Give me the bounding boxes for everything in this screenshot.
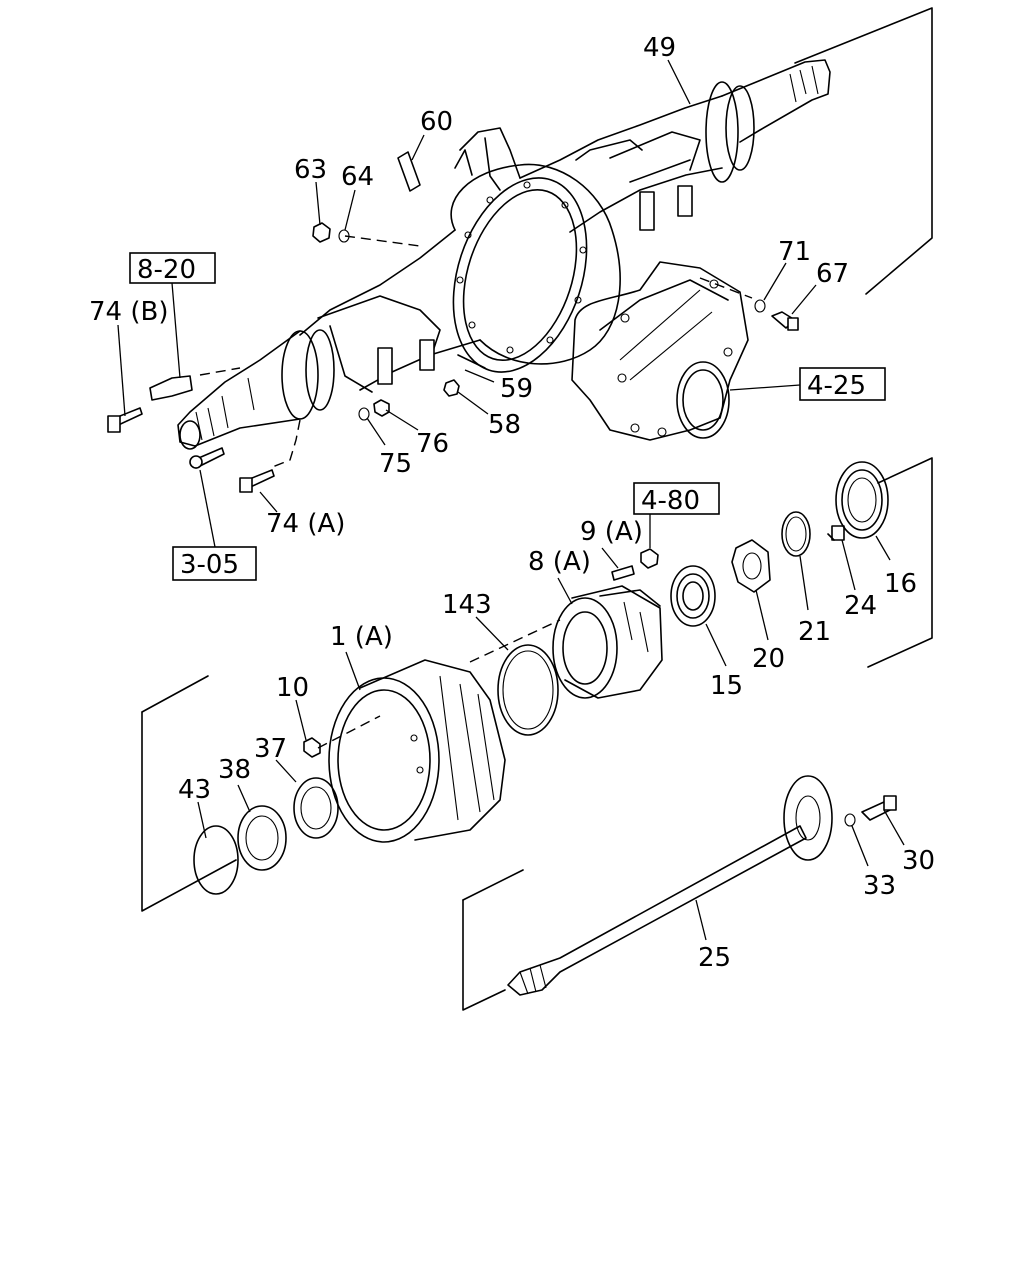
label-71: 71 [778, 237, 811, 267]
svg-text:8-20: 8-20 [137, 255, 196, 285]
label-64: 64 [341, 162, 374, 192]
label-10: 10 [276, 673, 309, 703]
ref-box-4-25: 4-25 [799, 367, 886, 401]
ref-box-4-80: 4-80 [633, 482, 720, 516]
label-76: 76 [416, 429, 449, 459]
flange-bolt-holes [456, 181, 587, 354]
label-1a: 1 (A) [330, 622, 393, 652]
label-75: 75 [379, 449, 412, 479]
label-30: 30 [902, 846, 935, 876]
label-37: 37 [254, 734, 287, 764]
svg-text:4-80: 4-80 [641, 486, 700, 516]
axle-housing [177, 59, 831, 450]
label-33: 33 [863, 871, 896, 901]
axle-shaft [507, 775, 897, 996]
label-59: 59 [500, 374, 533, 404]
reference-boxes: 8-20 4-25 3-05 4-80 [129, 252, 886, 581]
section-frame-lines [141, 7, 933, 1011]
label-24: 24 [844, 591, 877, 621]
label-16: 16 [884, 569, 917, 599]
label-21: 21 [798, 617, 831, 647]
label-43: 43 [178, 775, 211, 805]
label-58: 58 [488, 410, 521, 440]
label-63: 63 [294, 155, 327, 185]
svg-text:3-05: 3-05 [180, 550, 239, 580]
assembly-dashed-lines [199, 235, 753, 749]
label-143: 143 [442, 590, 492, 620]
label-38: 38 [218, 755, 251, 785]
part-number-labels: 49 60 63 64 71 67 74 (B) 59 58 76 75 74 … [89, 33, 935, 973]
label-49: 49 [643, 33, 676, 63]
label-25: 25 [698, 943, 731, 973]
label-60: 60 [420, 107, 453, 137]
hub-assembly [497, 461, 889, 736]
brake-drum [193, 659, 506, 895]
label-9a: 9 (A) [580, 517, 643, 547]
leader-lines [117, 59, 905, 941]
svg-text:4-25: 4-25 [807, 371, 866, 401]
label-20: 20 [752, 644, 785, 674]
differential-carrier [571, 261, 749, 441]
label-74a: 74 (A) [266, 509, 345, 539]
ref-box-3-05: 3-05 [172, 546, 257, 581]
ref-box-8-20: 8-20 [129, 252, 216, 285]
label-15: 15 [710, 671, 743, 701]
label-8a: 8 (A) [528, 547, 591, 577]
label-74b: 74 (B) [89, 297, 168, 327]
upper-hardware [107, 151, 799, 493]
label-67: 67 [816, 259, 849, 289]
